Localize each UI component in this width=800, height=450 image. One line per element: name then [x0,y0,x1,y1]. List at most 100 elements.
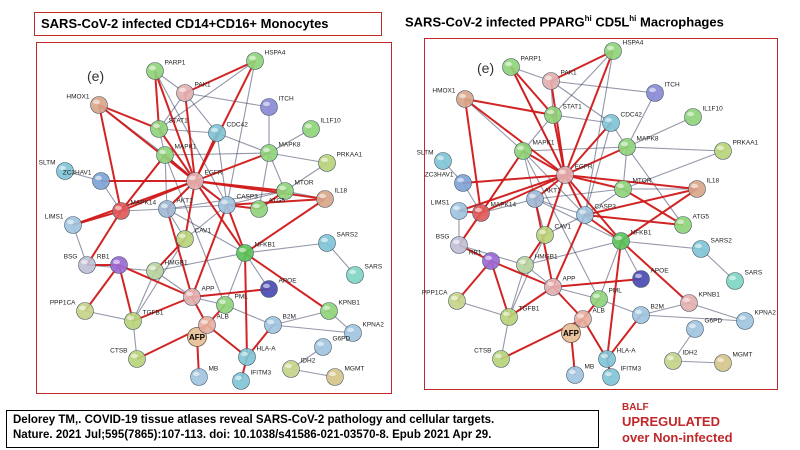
node-label: SARS2 [337,232,359,239]
interaction-edge [584,122,612,216]
node-parp1: PARP1 [146,60,186,80]
highlight-edge [510,66,566,176]
node-label: ATG5 [269,198,286,205]
node-hmox1: HMOX1 [66,94,108,114]
node-il18: IL18 [316,188,348,208]
node-mgmt: MGMT [326,366,364,386]
interaction-edge [226,60,256,206]
legend-comparison: over Non-infected [622,430,733,445]
node-ctsb: CTSB [110,348,146,368]
node-label: NFKB1 [631,230,652,237]
node-label: HSPA4 [623,40,644,47]
node-mapk8: MAPK8 [618,136,659,156]
node-label: CASP3 [237,194,259,201]
node-sars2: SARS2 [692,238,733,258]
interaction-edge [216,132,270,154]
highlight-edge [118,264,134,322]
node-stat1: STAT1 [150,118,189,138]
node-afp: AFP [187,327,207,347]
node-label: APP [563,276,576,283]
node-ppp1ca: PPP1CA [50,300,94,320]
node-parp1: PARP1 [502,56,542,76]
node-akt1: AKT1 [158,198,194,218]
highlight-edge [462,174,566,184]
node-label: MB [209,366,219,373]
node-nfkb1: NFKB1 [612,230,652,250]
node-g6pd: G6PD [686,318,723,338]
node-sars: SARS [346,264,383,284]
interaction-edge [550,80,656,94]
node-label: MAPK14 [131,200,157,207]
highlight-edge [490,260,554,288]
node-label: HLA-A [257,346,277,353]
node-casp3: CASP3 [576,204,616,224]
node-label: AKT1 [177,198,194,205]
node-label: MAPK8 [637,136,659,143]
interaction-edge [184,204,228,240]
node-app: APP [183,286,215,306]
node-label: B2M [651,304,664,311]
node-il18: IL18 [688,178,720,198]
node-label: KPNA2 [755,310,777,317]
highlight-edge [244,252,330,312]
node-label: HSPA4 [265,50,286,57]
highlight-edge [226,198,326,206]
node-label: AFP [189,333,206,342]
node-tgfb1: TGFB1 [124,310,164,330]
node-label: IL1F10 [703,106,724,113]
highlight-edge [552,278,642,288]
highlight-edge [120,154,166,212]
interaction-edge [158,128,218,134]
node-label: SARS2 [711,238,733,245]
interaction-edge [584,50,614,216]
interaction-edge [550,80,612,124]
highlight-edge [184,180,196,240]
interaction-edge [272,310,330,326]
node-label: ALB [593,308,605,315]
node-akt1: AKT1 [526,188,561,208]
node-mapk14: MAPK14 [112,200,157,220]
node-mapk14: MAPK14 [472,202,517,222]
interaction-edge [244,242,328,254]
highlight-edge [118,264,193,298]
node-label: PAK1 [195,82,212,89]
node-pml: PML [590,288,622,308]
highlight-edge [564,146,628,176]
node-label: BSG [436,234,450,241]
node-label: PPP1CA [422,290,448,297]
node-label: STAT1 [169,118,189,125]
node-hla-a: HLA-A [238,346,277,366]
node-cav1: CAV1 [176,228,211,248]
node-hmgb1: HMGB1 [516,254,558,274]
left-panel-title: SARS-CoV-2 infected CD14+CD16+ Monocytes [34,12,382,36]
interaction-edge [464,98,524,152]
node-hspa4: HSPA4 [604,40,644,60]
nodes-layer: HSPA4PARP1PAK1HMOX1ITCHSTAT1CDC42IL1F10M… [417,40,777,386]
node-label: CTSB [474,348,491,355]
node-label: LIMS1 [45,214,64,221]
highlight-edge [458,174,566,212]
highlight-edge [194,180,326,200]
node-pak1: PAK1 [542,70,577,90]
node-label: BSG [64,254,78,261]
node-label: RB1 [97,254,110,261]
node-label: TGFB1 [143,310,164,317]
node-label: G6PD [333,336,351,343]
highlight-edge [480,150,524,214]
interaction-edge [688,302,746,322]
interaction-edge [626,146,684,226]
node-atg5: ATG5 [250,198,286,218]
node-label: CDC42 [227,122,249,129]
node-rb1: RB1 [469,250,500,270]
highlight-edge [464,98,566,176]
node-atg5: ATG5 [674,214,709,234]
node-label: EGFR [205,170,223,177]
node-b2m: B2M [264,314,296,334]
node-casp3: CASP3 [218,194,259,214]
node-il1f10: IL1F10 [684,106,724,126]
node-sars: SARS [726,270,763,290]
node-bsg: BSG [436,234,468,254]
node-stat1: STAT1 [544,104,582,124]
highlight-edge [464,98,482,214]
